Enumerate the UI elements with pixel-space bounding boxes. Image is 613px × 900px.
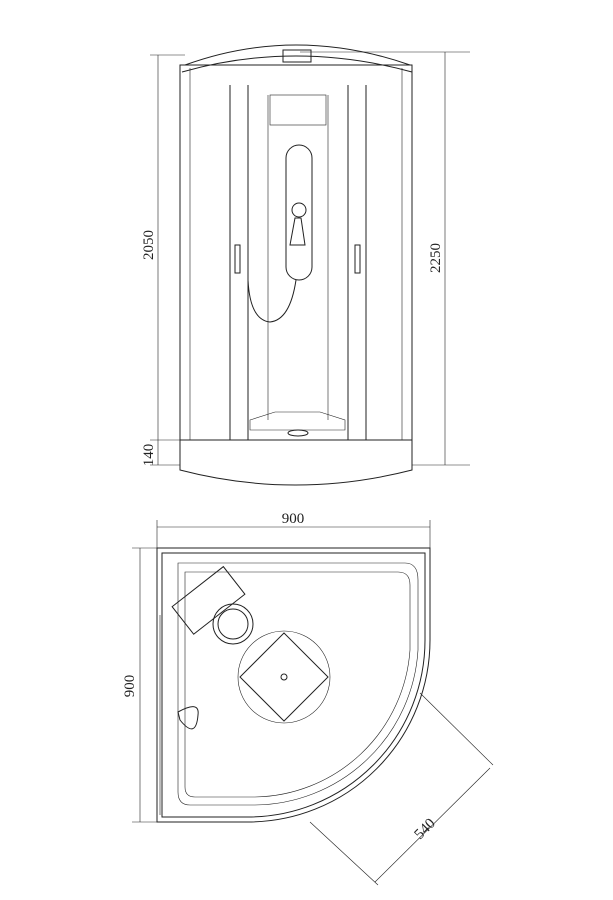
dim-cabin-height: 2050	[141, 230, 157, 260]
ceiling-shower-icon	[217, 608, 249, 640]
roof-vent-icon	[282, 49, 312, 63]
front-view: 2050 140 2250	[141, 44, 470, 486]
shower-panel-top	[171, 565, 246, 635]
dim-width: 900	[282, 511, 305, 527]
drain-icon	[280, 673, 288, 681]
seat-icon	[177, 706, 199, 730]
door-handle-left	[234, 244, 241, 274]
dim-tray-height: 140	[141, 444, 157, 467]
tray-outline	[156, 547, 431, 823]
dim-total-height: 2250	[428, 243, 444, 273]
cabin-frame	[179, 64, 413, 441]
top-view: 900 900 540	[122, 511, 494, 886]
drain-icon	[287, 429, 309, 437]
shower-panel	[285, 144, 313, 281]
door-handle-right	[354, 244, 361, 274]
dim-depth: 900	[122, 675, 138, 698]
shower-hose	[247, 279, 297, 323]
shower-tray	[179, 439, 413, 486]
floor-plate	[239, 632, 329, 722]
mixer-handle-icon	[289, 217, 306, 246]
dim-diagonal: 540	[412, 816, 439, 843]
roof-arc	[184, 44, 411, 66]
mixer-knob-icon	[291, 202, 307, 218]
